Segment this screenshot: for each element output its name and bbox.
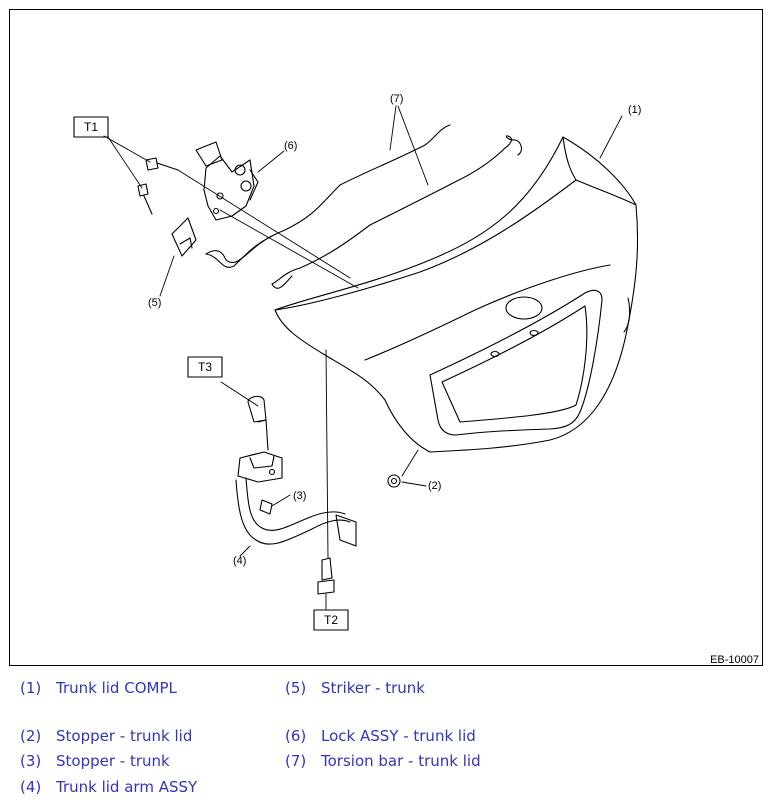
legend-text: Lock ASSY - trunk lid: [321, 727, 476, 745]
leader-lines: [103, 105, 623, 611]
trunk-lid-arm-part: [235, 395, 357, 547]
legend-num: (2): [20, 727, 42, 745]
legend-text: Striker - trunk: [321, 679, 425, 697]
legend-item-2: (2) Stopper - trunk lid: [20, 727, 192, 745]
legend-text: Stopper - trunk: [56, 752, 170, 770]
trunk-lid-outline: [274, 136, 639, 453]
lock-bolts: [137, 157, 179, 215]
callout-1: (1): [628, 104, 641, 116]
callout-2: (2): [428, 480, 441, 492]
figure-id: EB-10007: [710, 654, 759, 666]
legend-num: (1): [20, 679, 42, 697]
legend-item-7: (7) Torsion bar - trunk lid: [285, 752, 481, 770]
torque-tag-t3: T3: [198, 360, 212, 374]
legend-num: (3): [20, 752, 42, 770]
torque-tag-t2: T2: [324, 613, 338, 627]
legend-item-4: (4) Trunk lid arm ASSY: [20, 778, 197, 796]
torque-tag-t1: T1: [84, 120, 98, 134]
legend-item-6: (6) Lock ASSY - trunk lid: [285, 727, 476, 745]
legend-text: Trunk lid arm ASSY: [56, 778, 198, 796]
exploded-parts-diagram: T1 T3 T2 (1) (7) (6) (5) (3) (4) (2) EB-…: [9, 9, 763, 666]
callout-5: (5): [148, 297, 161, 309]
legend-item-3: (3) Stopper - trunk: [20, 752, 170, 770]
legend-item-5: (5) Striker - trunk: [285, 679, 425, 697]
torque-tag-t3-box: [187, 356, 223, 378]
legend-num: (7): [285, 752, 307, 770]
legend-text: Trunk lid COMPL: [56, 679, 177, 697]
torque-tag-t1-box: [73, 116, 109, 138]
legend-text: Torsion bar - trunk lid: [321, 752, 481, 770]
legend-num: (6): [285, 727, 307, 745]
legend-item-1: (1) Trunk lid COMPL: [20, 679, 177, 697]
stopper-lid-part: [387, 474, 401, 488]
striker-part: [171, 217, 197, 257]
lock-assy-part: [195, 141, 259, 221]
legend-num: (4): [20, 778, 42, 796]
callout-7: (7): [390, 93, 403, 105]
lower-bolt: [317, 557, 335, 595]
torsion-bars: [205, 124, 522, 289]
diagram-drawing: T1 T3 T2 (1) (7) (6) (5) (3) (4) (2) EB-…: [73, 93, 759, 666]
parts-legend: (1) Trunk lid COMPL (2) Stopper - trunk li…: [0, 672, 772, 803]
callout-6: (6): [284, 140, 297, 152]
callout-3: (3): [293, 490, 306, 502]
legend-num: (5): [285, 679, 307, 697]
callout-4: (4): [233, 555, 246, 567]
torque-tag-t2-box: [313, 609, 349, 631]
legend-text: Stopper - trunk lid: [56, 727, 193, 745]
